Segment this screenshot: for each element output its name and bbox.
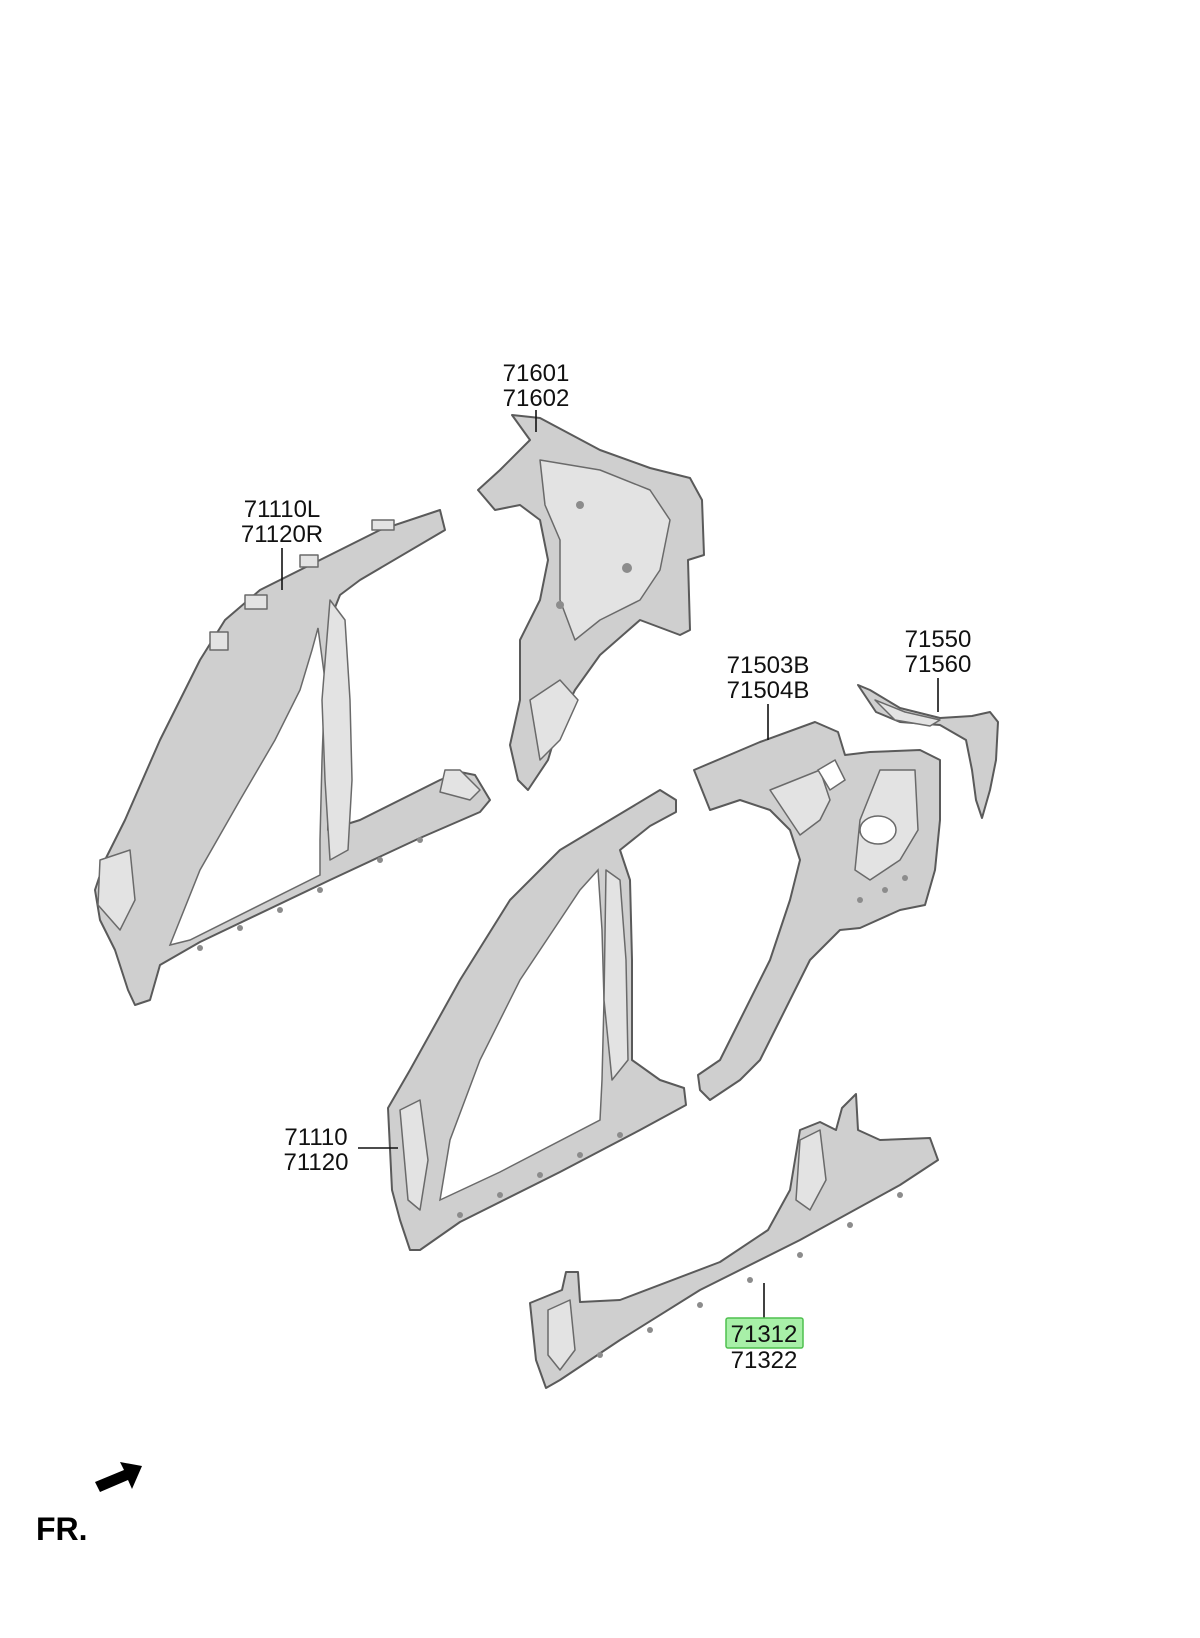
label-quarter-inner: 71601 71602: [503, 360, 570, 432]
part-code: 71602: [503, 385, 570, 412]
part-quarter-outer[interactable]: [693, 721, 941, 1101]
label-wheelhouse-extension: 71550 71560: [905, 626, 972, 712]
part-sill[interactable]: [529, 1093, 939, 1389]
label-quarter-outer: 71503B 71504B: [727, 652, 810, 740]
part-code: 71322: [731, 1347, 798, 1374]
part-side-outer[interactable]: [387, 789, 687, 1251]
part-code: 71560: [905, 651, 972, 678]
part-wheelhouse-extension[interactable]: [857, 684, 999, 819]
part-code: 71120: [284, 1149, 349, 1176]
part-code: 71504B: [727, 677, 810, 704]
part-code: 71120R: [241, 521, 323, 548]
part-code: 71110L: [244, 496, 321, 523]
highlight-box: [725, 1317, 804, 1349]
label-side-outer: 71110 71120: [284, 1124, 398, 1176]
part-code: 71550: [905, 626, 972, 653]
part-side-inner[interactable]: [94, 509, 491, 1006]
front-arrow-icon: [95, 1462, 142, 1492]
front-label: FR.: [36, 1511, 88, 1547]
part-code: 71503B: [727, 652, 810, 679]
part-quarter-inner[interactable]: [477, 414, 705, 791]
label-sill: 71312 71322: [725, 1283, 804, 1374]
part-code: 71601: [503, 360, 570, 387]
part-code-highlighted[interactable]: 71312: [731, 1321, 798, 1348]
label-side-inner: 71110L 71120R: [241, 496, 323, 590]
front-indicator: FR.: [36, 1462, 142, 1547]
part-code: 71110: [284, 1124, 347, 1151]
